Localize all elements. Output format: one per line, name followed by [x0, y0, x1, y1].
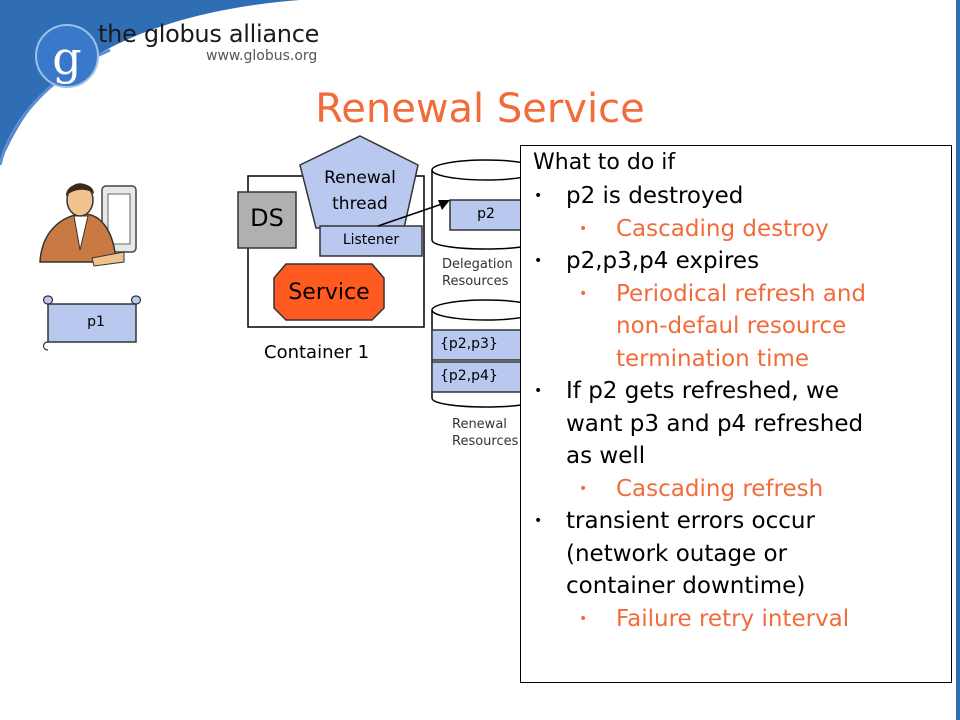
sub-bullet-icon: •	[579, 285, 588, 302]
delegation-caption: Resources	[442, 274, 509, 289]
panel-subitem: Periodical refresh and	[616, 280, 866, 307]
svg-text:g: g	[52, 31, 81, 85]
service-shape	[273, 263, 385, 321]
renewal-caption: Renewal	[452, 417, 507, 432]
panel-item: as well	[566, 443, 646, 469]
renewal-item-label: {p2,p3}	[440, 336, 498, 352]
p2-label: p2	[477, 206, 495, 222]
service-label: Service	[288, 280, 370, 305]
renewal-thread-label: Renewal	[324, 168, 396, 188]
listener-to-p2-arrow	[377, 203, 443, 227]
sub-bullet-icon: •	[579, 480, 588, 497]
container-label: Container 1	[264, 342, 370, 363]
brand-name: the globus alliance	[98, 20, 320, 48]
page-title: Renewal Service	[315, 86, 645, 132]
panel-item: (network outage or	[566, 540, 788, 567]
bullet-icon: •	[534, 253, 543, 269]
panel-item: p2,p3,p4 expires	[566, 248, 760, 274]
question-panel: What to do if • p2 is destroyed • Cascading…	[520, 145, 952, 683]
ds-box	[237, 191, 297, 249]
ds-label: DS	[250, 204, 284, 232]
delegation-caption: Delegation	[442, 257, 513, 272]
sub-bullet-icon: •	[579, 610, 588, 627]
renewal-item-label: {p2,p4}	[440, 368, 498, 384]
panel-subitem: Cascading destroy	[616, 215, 829, 242]
panel-subitem: Cascading refresh	[616, 475, 824, 502]
bullet-icon: •	[534, 383, 543, 399]
p2-box	[449, 199, 523, 231]
user-at-computer-icon	[39, 183, 137, 267]
right-edge-bar	[956, 0, 960, 720]
panel-heading: What to do if	[533, 150, 676, 175]
panel-item: p2 is destroyed	[566, 183, 744, 209]
listener-box	[319, 225, 423, 257]
panel-subitem: Failure retry interval	[616, 605, 850, 632]
brand-url: www.globus.org	[206, 48, 318, 64]
renewal-thread-label: thread	[332, 194, 388, 214]
bullet-icon: •	[534, 188, 543, 204]
globus-logo-icon: g	[35, 24, 99, 88]
panel-item: want p3 and p4 refreshed	[566, 410, 864, 437]
panel-item: container downtime)	[566, 573, 806, 599]
renewal-caption: Resources	[452, 434, 519, 449]
renewal-item-box	[431, 361, 533, 393]
sub-bullet-icon: •	[579, 220, 588, 237]
panel-item: If p2 gets refreshed, we	[566, 378, 839, 404]
bullet-icon: •	[534, 513, 543, 529]
p1-scroll-icon	[42, 295, 142, 351]
panel-subitem: non-defaul resource	[616, 313, 847, 339]
listener-label: Listener	[342, 232, 400, 248]
panel-subitem: termination time	[616, 345, 810, 372]
p1-label: p1	[87, 314, 105, 330]
panel-item: transient errors occur	[566, 508, 815, 534]
